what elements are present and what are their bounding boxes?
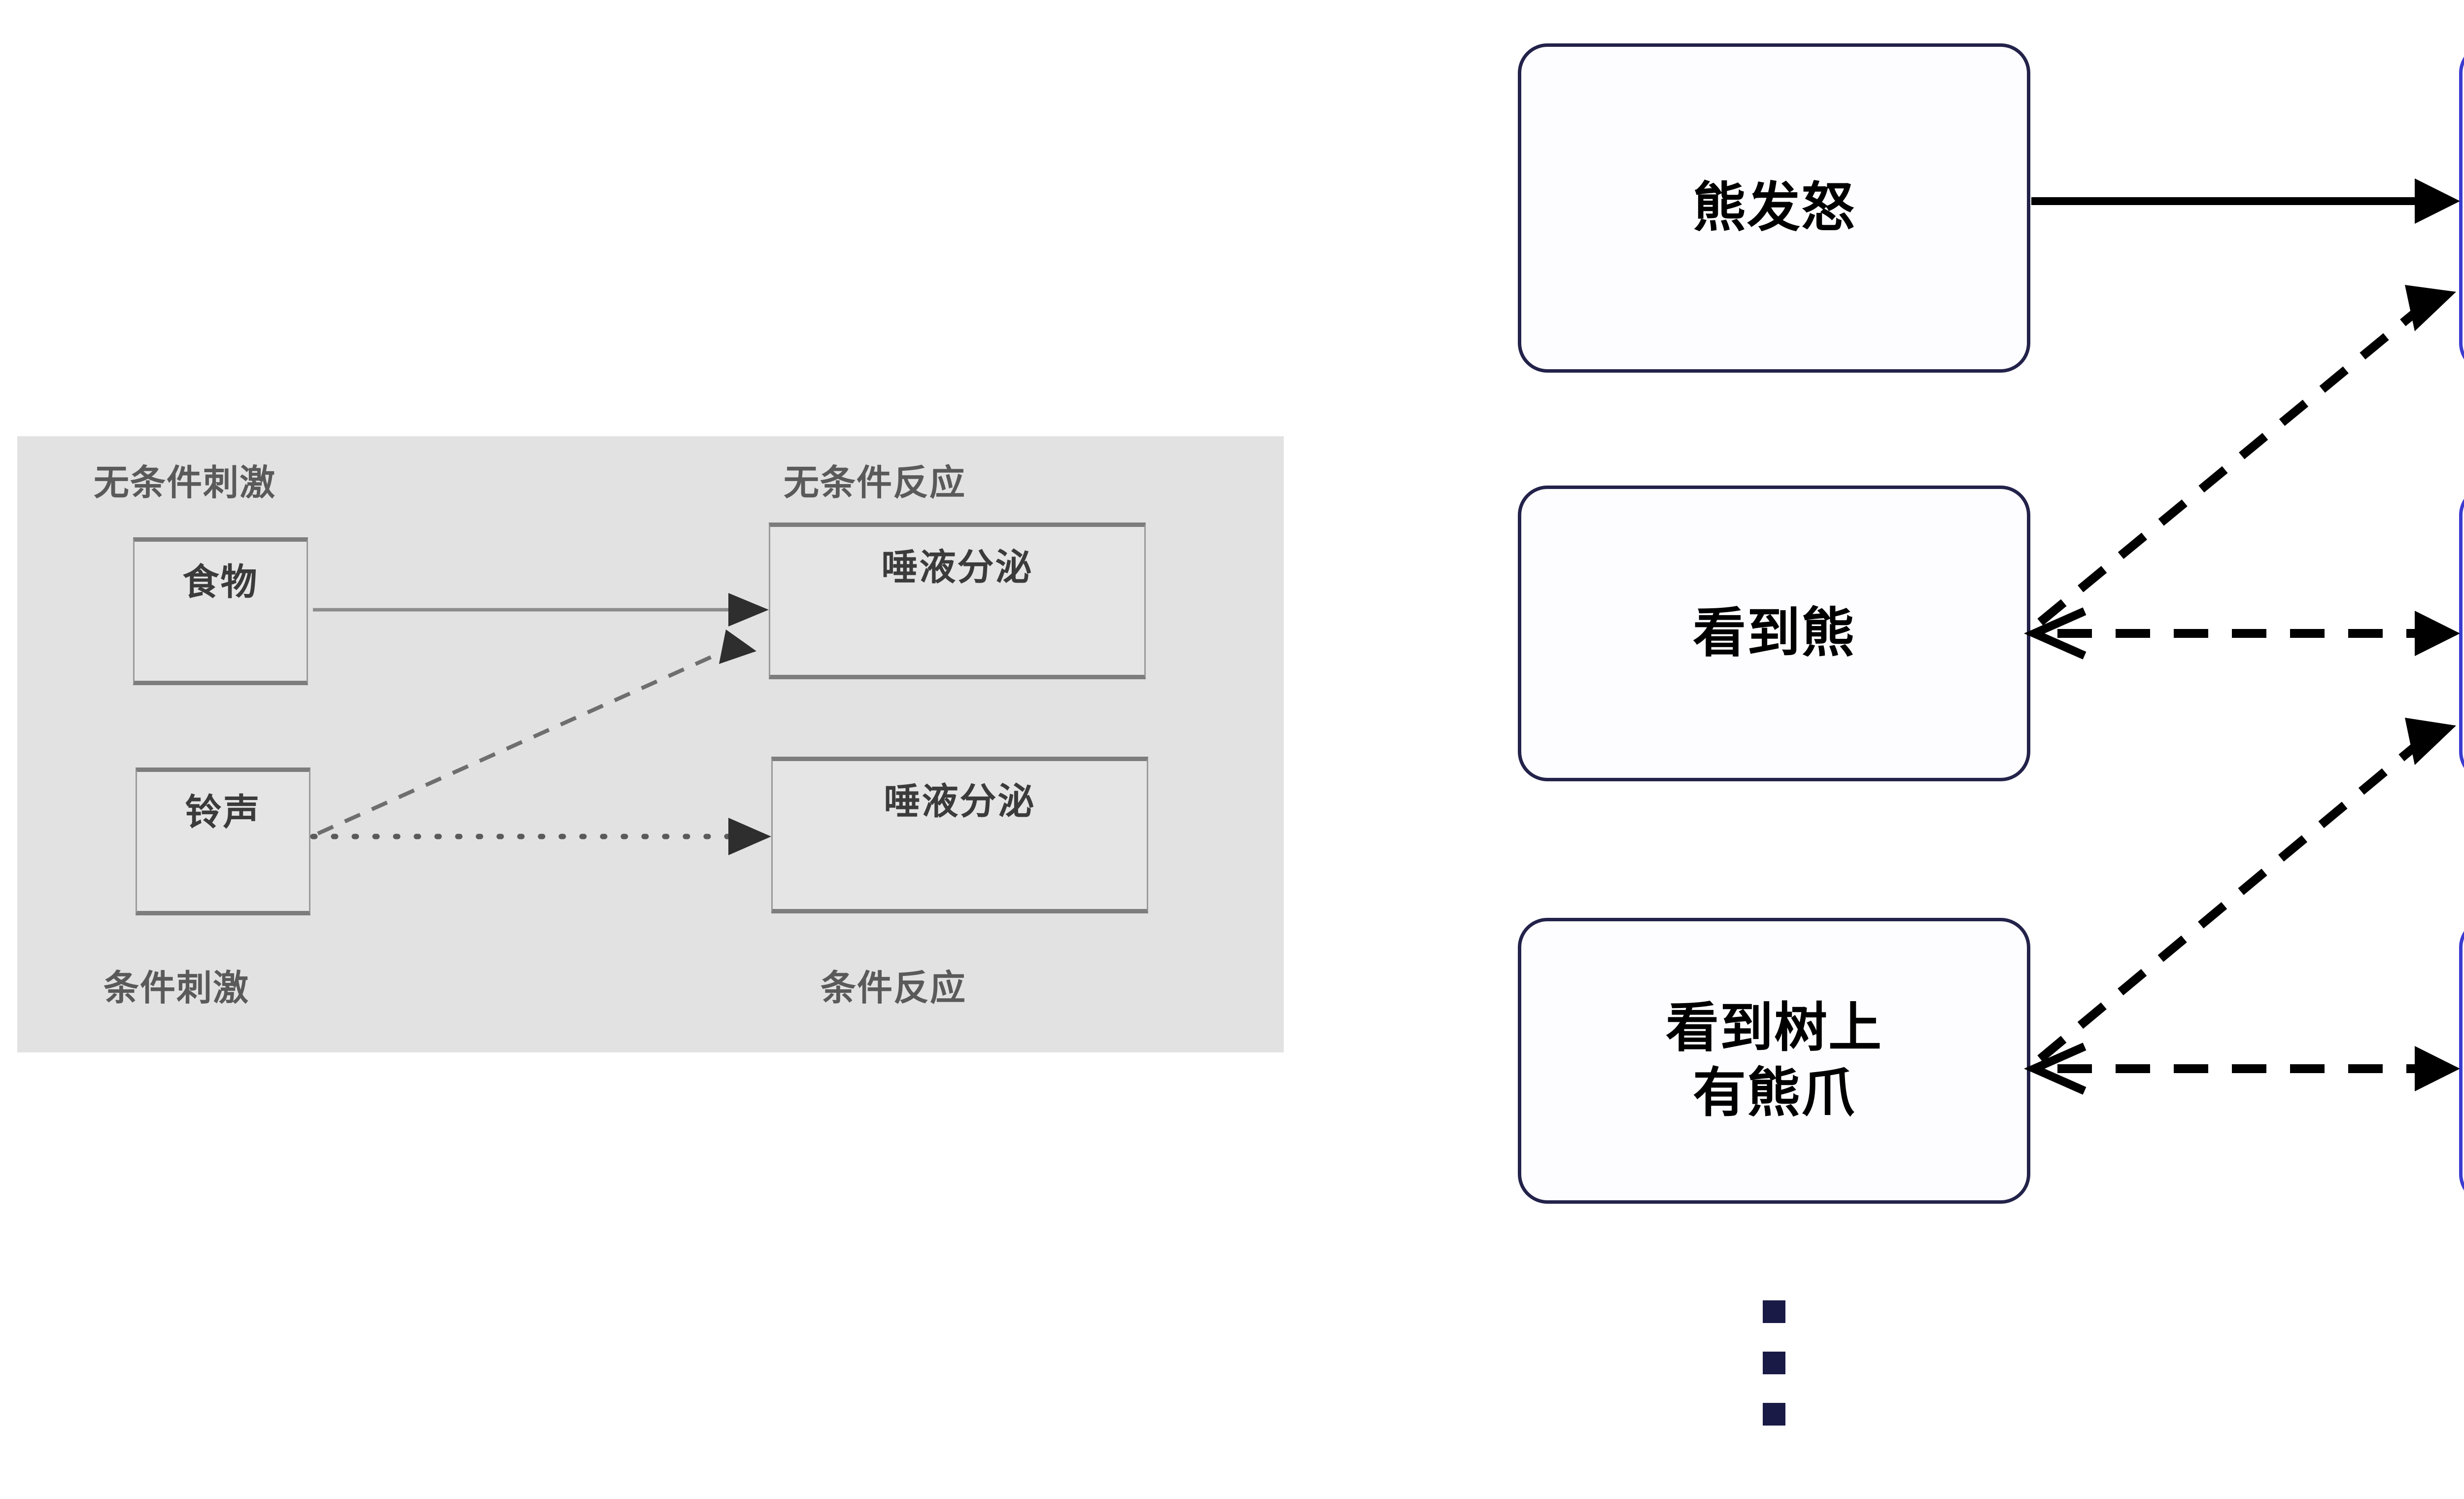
arrowhead-claw-marks-to-v-s-left [2023, 1043, 2087, 1095]
arrowhead-bear-angry-to-reward [2415, 178, 2460, 224]
rl-node-v-s[interactable]: V(s) [2459, 918, 2464, 1204]
ellipsis-dot [1763, 1352, 1785, 1374]
pavlov-box-salivation-top-label: 唾液分泌 [881, 546, 1033, 589]
pavlov-arrow-bell-diagonal [317, 646, 732, 836]
rl-node-reward[interactable]: 奖励 [2459, 43, 2464, 373]
pavlov-box-bell: 铃声 [136, 767, 310, 915]
arrowhead-claw-marks-to-v-sprime [2405, 718, 2456, 765]
pavlov-box-bell-label: 铃声 [185, 791, 261, 834]
ellipsis-dot [1763, 1300, 1785, 1323]
rl-node-claw-marks[interactable]: 看到树上 有熊爪 [1518, 918, 2030, 1204]
ellipsis-left-column [1763, 1300, 1785, 1426]
arrowhead-see-bear-to-v-sprime-left [2023, 607, 2087, 660]
rl-node-see-bear-label: 看到熊 [1692, 602, 1855, 664]
rl-node-claw-marks-label: 看到树上 有熊爪 [1666, 996, 1882, 1126]
pavlov-arrowhead-bell-dotted [728, 818, 771, 855]
label-unconditioned-response: 无条件反应 [784, 462, 966, 503]
pavlov-box-food: 食物 [133, 537, 308, 685]
pavlov-box-salivation-bottom-label: 唾液分泌 [884, 780, 1036, 823]
pavlov-arrows [310, 593, 771, 855]
label-unconditioned-stimulus: 无条件刺激 [94, 462, 276, 503]
rl-node-v-sprime[interactable]: V(s′) [2459, 486, 2464, 781]
rl-node-claw-marks-line2: 有熊爪 [1692, 1062, 1855, 1124]
pavlov-conditioning-panel: 无条件刺激 无条件反应 条件刺激 条件反应 食物 铃声 唾液分泌 唾液分泌 [17, 436, 1284, 1052]
rl-node-claw-marks-line1: 看到树上 [1665, 997, 1882, 1059]
edge-see-bear-to-reward [2037, 307, 2421, 626]
arrowhead-see-bear-to-v-sprime-right [2415, 611, 2460, 656]
pavlov-arrowhead-bell-diagonal [719, 629, 756, 664]
arrowhead-see-bear-to-reward [2405, 285, 2456, 331]
label-conditioned-stimulus: 条件刺激 [103, 967, 250, 1009]
pavlov-box-salivation-top: 唾液分泌 [769, 523, 1146, 679]
edge-claw-marks-to-v-sprime [2037, 741, 2421, 1062]
pavlov-box-food-label: 食物 [182, 561, 259, 603]
pavlov-arrowhead-food [728, 593, 769, 627]
rl-node-bear-angry[interactable]: 熊发怒 [1518, 43, 2030, 373]
ellipsis-dot [1763, 1403, 1785, 1426]
arrowhead-claw-marks-to-v-s-right [2415, 1046, 2460, 1091]
rl-node-bear-angry-label: 熊发怒 [1692, 177, 1855, 239]
label-conditioned-response: 条件反应 [821, 967, 967, 1009]
pavlov-box-salivation-bottom: 唾液分泌 [771, 757, 1148, 913]
rl-node-see-bear[interactable]: 看到熊 [1518, 486, 2030, 781]
